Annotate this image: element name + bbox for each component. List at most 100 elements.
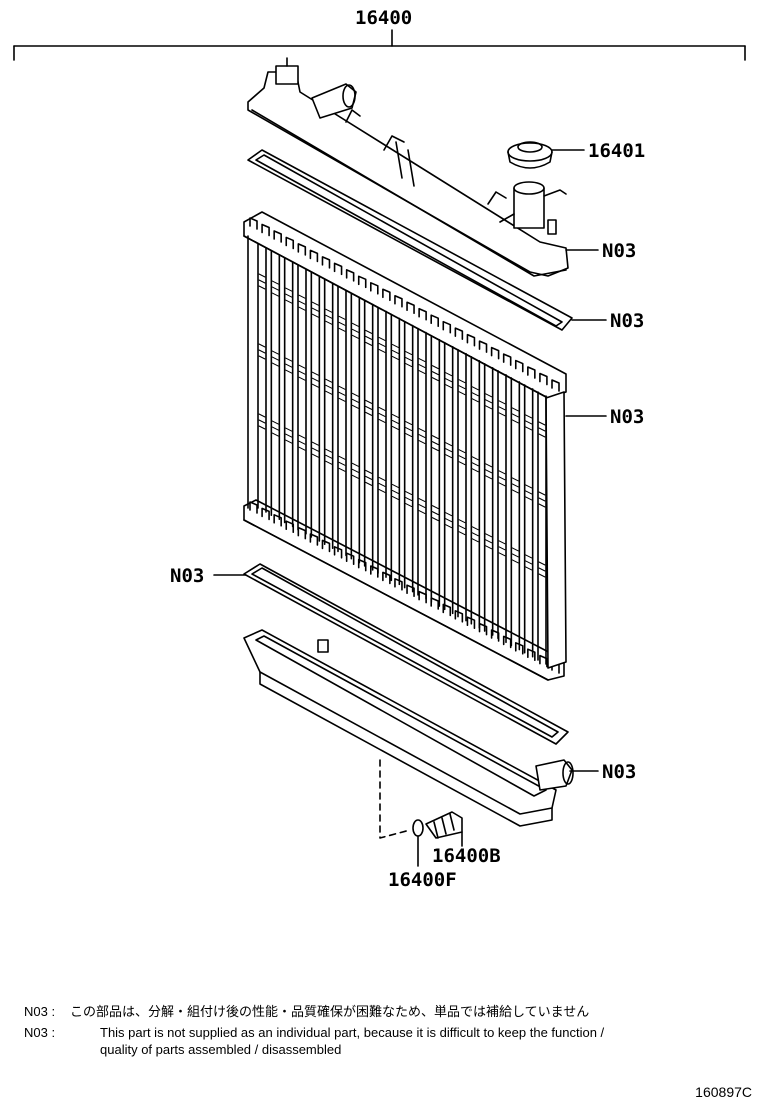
core-tube <box>377 306 387 578</box>
core-fin-hatch <box>298 294 306 311</box>
core-fin-hatch <box>271 420 279 437</box>
header-tooth <box>514 359 524 373</box>
core-tube <box>443 341 454 615</box>
upper-gasket <box>247 149 573 331</box>
core-fin-hatch <box>271 350 279 367</box>
core-fin-hatch <box>471 526 479 543</box>
core-tube <box>537 391 547 665</box>
core-fin-hatch <box>311 441 319 458</box>
header-tooth <box>333 262 343 276</box>
core-fin-hatch <box>498 540 506 557</box>
core-fin-hatch <box>445 442 453 459</box>
core-fin-hatch <box>431 365 439 382</box>
core-fin-hatch <box>325 448 333 465</box>
label-16400: 16400 <box>355 7 412 29</box>
core-fin-hatch <box>405 421 413 438</box>
note-english-continued: quality of parts assembled / disassemble… <box>100 1042 342 1057</box>
note-english: This part is not supplied as an individu… <box>100 1025 605 1040</box>
core-fin-hatch <box>258 413 266 430</box>
core-fin-hatch <box>485 463 493 480</box>
core-tube <box>417 327 427 600</box>
header-tooth <box>442 320 452 334</box>
label-n03-lower-gasket: N03 <box>170 565 204 587</box>
core-fin-hatch <box>285 427 293 444</box>
header-tooth <box>478 340 488 353</box>
core-tube <box>403 320 414 593</box>
core-fin-hatch <box>351 322 359 339</box>
header-tooth <box>406 301 415 315</box>
radiator-core <box>243 211 567 681</box>
core-fin-hatch <box>511 477 519 494</box>
core-fin-hatch <box>458 449 466 466</box>
header-tooth <box>382 288 391 302</box>
core-fin-hatch <box>271 280 279 297</box>
core-tube <box>457 348 467 622</box>
core-fin-hatch <box>391 483 399 500</box>
assembly-bracket <box>13 29 746 61</box>
header-tooth <box>539 372 548 386</box>
core-fin-hatch <box>498 400 506 417</box>
header-tooth <box>249 217 258 230</box>
core-fin-hatch <box>405 351 413 368</box>
header-tooth <box>261 223 270 237</box>
core-tube <box>510 377 521 651</box>
core-fin-hatch <box>298 364 306 381</box>
core-tube <box>283 257 294 528</box>
label-16400b: 16400B <box>432 845 501 867</box>
label-n03-upper-tank: N03 <box>602 240 636 262</box>
core-tube <box>497 370 507 644</box>
core-fin-hatch <box>498 470 506 487</box>
core-fin-hatch <box>258 273 266 290</box>
radiator-cap <box>507 141 553 169</box>
header-tooth <box>297 243 307 256</box>
core-tube <box>430 334 441 607</box>
core-fin-hatch <box>365 469 373 486</box>
core-fin-hatch <box>471 386 479 403</box>
core-tube <box>350 292 361 564</box>
core-fin-hatch <box>525 484 533 501</box>
header-tooth <box>418 307 427 321</box>
core-fin-hatch <box>378 336 386 353</box>
core-fin-hatch <box>445 372 453 389</box>
header-tooth <box>370 282 379 295</box>
core-tube <box>310 271 321 542</box>
core-fin-hatch <box>418 428 426 445</box>
core-fin-hatch <box>418 498 426 515</box>
core-fin-hatch <box>391 343 399 360</box>
core-fin-hatch <box>485 393 493 410</box>
upper-tank <box>247 57 569 277</box>
core-fin-hatch <box>418 358 426 375</box>
core-tube <box>337 285 347 557</box>
header-tooth <box>502 353 512 366</box>
header-tooth <box>309 533 319 546</box>
header-tooth <box>297 526 307 540</box>
header-tooth <box>345 269 355 282</box>
core-tube <box>470 355 481 629</box>
core-fin-hatch <box>351 392 359 409</box>
core-fin-hatch <box>378 476 386 493</box>
drain-o-ring <box>412 819 424 837</box>
header-tooth <box>273 230 282 243</box>
core-fin-hatch <box>338 385 346 402</box>
drain-cock <box>425 811 463 839</box>
label-16400f: 16400F <box>388 869 457 891</box>
core-fin-hatch <box>525 414 533 431</box>
core-fin-hatch <box>458 379 466 396</box>
core-tube <box>297 264 307 535</box>
core-tube <box>390 313 401 586</box>
core-fin-hatch <box>258 343 266 360</box>
core-tube <box>523 384 534 658</box>
header-tooth <box>466 333 476 347</box>
header-tooth <box>551 379 560 392</box>
header-tooth <box>454 327 464 340</box>
header-tooth <box>539 654 548 668</box>
core-fin-hatch <box>511 407 519 424</box>
core-fin-hatch <box>538 491 546 508</box>
core-fin-hatch <box>311 371 319 388</box>
core-fin-hatch <box>325 378 333 395</box>
header-tooth <box>309 249 319 263</box>
leader-lines <box>213 149 607 867</box>
core-tube <box>257 243 267 513</box>
header-tooth <box>430 314 439 327</box>
core-fin-hatch <box>458 519 466 536</box>
